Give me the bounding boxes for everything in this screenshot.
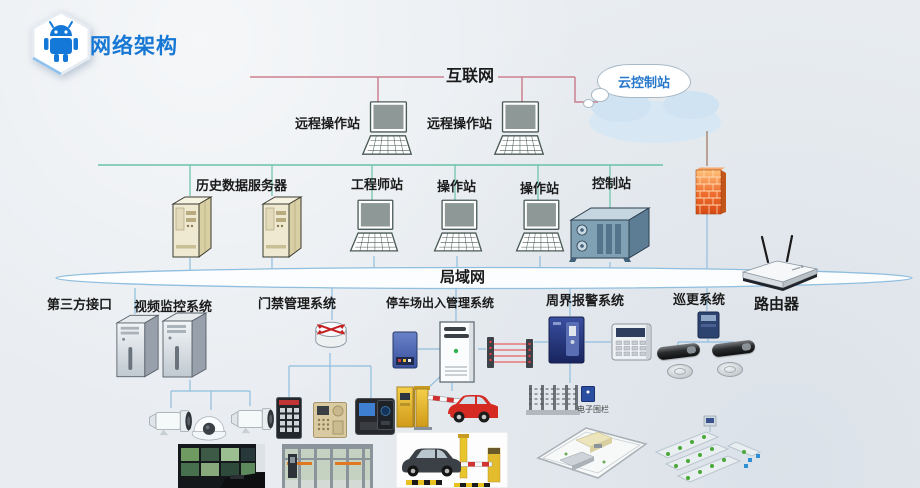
patrol-checkpoint-1-icon xyxy=(667,364,693,379)
remote-station-1-label: 远程操作站 xyxy=(295,116,361,131)
control-station-label: 控制站 xyxy=(592,176,632,191)
operator-station-1-label: 操作站 xyxy=(437,179,477,194)
lan-label: 局域网 xyxy=(440,269,486,286)
remote-station-2-laptop-icon xyxy=(488,100,550,158)
bullet-camera-1-icon xyxy=(146,408,194,436)
engineer-station-laptop-icon xyxy=(344,198,404,255)
access-keypad-icon xyxy=(276,397,302,439)
access-router-icon xyxy=(312,319,350,353)
cloud-control-station: 云控制站 xyxy=(583,64,691,108)
operator-station-2-label: 操作站 xyxy=(520,181,560,196)
remote-station-2-label: 远程操作站 xyxy=(427,116,493,131)
operator-station-1-laptop-icon xyxy=(428,198,488,255)
fence-energizer-icon xyxy=(581,386,595,402)
cloud-callout-bubble xyxy=(597,64,691,98)
access-control-label: 门禁管理系统 xyxy=(258,296,337,311)
cloud-station-label: 云控制站 xyxy=(617,74,670,90)
parking-controller-icon xyxy=(392,331,418,369)
history-server-label: 历史数据服务器 xyxy=(196,178,288,193)
perimeter-alarm-label: 周界报警系统 xyxy=(546,293,625,308)
firewall-icon xyxy=(694,166,728,216)
car-at-gate-photo xyxy=(396,432,508,488)
perimeter-controller-icon xyxy=(548,316,585,364)
parking-system-label: 停车场出入管理系统 xyxy=(386,296,495,310)
video-server-tower-2-icon xyxy=(160,309,210,381)
patrol-base-station-icon xyxy=(697,311,720,339)
electronic-fence-icon xyxy=(526,385,580,415)
bullet-camera-2-icon xyxy=(228,406,276,434)
third-party-interface-label: 第三方接口 xyxy=(47,297,113,312)
dome-camera-icon xyxy=(190,411,228,441)
ticket-kiosk-icon xyxy=(396,386,415,428)
electronic-fence-label: 电子围栏 xyxy=(577,405,609,414)
page-title: 网络架构 xyxy=(90,35,178,58)
infrared-beam-sensors-icon xyxy=(487,337,533,368)
operator-station-2-laptop-icon xyxy=(510,198,570,255)
engineer-station-label: 工程师站 xyxy=(351,177,404,192)
history-server-tower-2-icon xyxy=(258,195,304,259)
history-server-tower-1-icon xyxy=(168,195,214,259)
router-icon xyxy=(740,235,820,293)
patrol-route-map-illustration xyxy=(654,415,762,483)
patrol-checkpoint-2-icon xyxy=(717,362,743,377)
glass-doors-photo xyxy=(282,444,373,488)
android-robot-icon xyxy=(44,21,78,62)
control-station-rack-icon xyxy=(564,205,652,263)
red-car-icon xyxy=(448,395,498,423)
logo-hexagon xyxy=(31,10,91,76)
video-surveillance-label: 视频监控系统 xyxy=(134,299,213,314)
fingerprint-reader-icon xyxy=(313,402,347,438)
alarm-panel-icon xyxy=(611,323,652,361)
perimeter-map-illustration xyxy=(536,427,648,479)
parking-cabinet-icon xyxy=(439,321,475,383)
video-wall-photo xyxy=(178,444,265,488)
internet-label: 互联网 xyxy=(446,68,495,85)
remote-station-1-laptop-icon xyxy=(356,100,418,158)
router-label: 路由器 xyxy=(754,296,800,313)
card-reader-post-icon xyxy=(377,400,394,430)
patrol-system-label: 巡更系统 xyxy=(673,292,726,307)
video-server-tower-1-icon xyxy=(114,311,162,381)
